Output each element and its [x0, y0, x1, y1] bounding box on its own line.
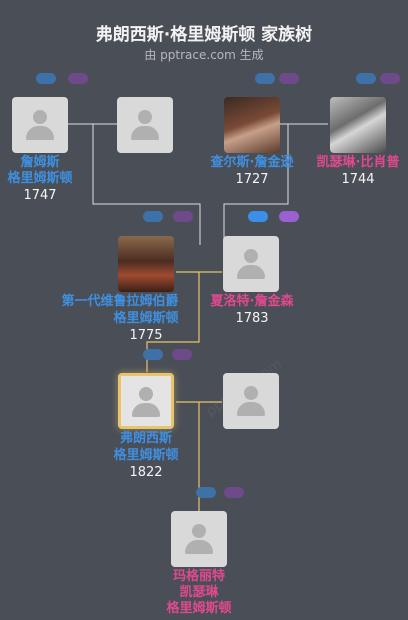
person-card-margaret[interactable]: [171, 511, 227, 567]
expand-ancestors-toggle[interactable]: [143, 211, 163, 222]
portrait-image: [330, 97, 386, 153]
portrait-image: [224, 97, 280, 153]
expand-ancestors-toggle[interactable]: [356, 73, 376, 84]
person-card-charles-jenkinson[interactable]: [224, 97, 280, 153]
person-name[interactable]: 凯瑟琳·比肖普: [316, 155, 400, 170]
person-name[interactable]: 查尔斯·詹金逊: [210, 155, 294, 170]
person-card-francis-focused[interactable]: [118, 373, 174, 429]
person-name[interactable]: 弗朗西斯: [119, 431, 172, 446]
person-birth-year: 1744: [341, 172, 375, 187]
person-card-spouse[interactable]: [223, 373, 279, 429]
person-birth-year: 1822: [129, 465, 163, 480]
expand-siblings-toggle[interactable]: [173, 211, 193, 222]
expand-ancestors-toggle[interactable]: [248, 211, 268, 222]
expand-ancestors-toggle[interactable]: [143, 349, 163, 360]
person-placeholder-icon: [139, 387, 153, 401]
person-card-james[interactable]: [12, 97, 68, 153]
person-placeholder-icon: [138, 110, 152, 124]
person-name[interactable]: 凯瑟琳: [179, 585, 219, 600]
expand-ancestors-toggle[interactable]: [255, 73, 275, 84]
person-name[interactable]: 格里姆斯顿: [113, 448, 179, 463]
person-birth-year: 1727: [235, 172, 269, 187]
person-placeholder-icon: [33, 110, 47, 124]
person-name[interactable]: 夏洛特·詹金森: [210, 294, 294, 309]
portrait-image: [118, 236, 174, 292]
expand-ancestors-toggle[interactable]: [196, 487, 216, 498]
person-birth-year: 1775: [129, 328, 163, 343]
person-placeholder-icon: [244, 249, 258, 263]
person-card-catherine-bishop[interactable]: [330, 97, 386, 153]
expand-siblings-toggle[interactable]: [172, 349, 192, 360]
page-title: 弗朗西斯·格里姆斯顿 家族树: [95, 25, 313, 45]
expand-siblings-toggle[interactable]: [68, 73, 88, 84]
expand-siblings-toggle[interactable]: [279, 211, 299, 222]
page-subtitle: 由 pptrace.com 生成: [144, 48, 264, 62]
person-placeholder-icon: [244, 386, 258, 400]
person-birth-year: 1747: [23, 188, 57, 203]
person-card-unknown[interactable]: [117, 97, 173, 153]
person-name[interactable]: 格里姆斯顿: [166, 601, 232, 616]
expand-siblings-toggle[interactable]: [380, 73, 400, 84]
person-name[interactable]: 格里姆斯顿: [113, 311, 179, 326]
person-birth-year: 1783: [235, 311, 269, 326]
expand-siblings-toggle[interactable]: [224, 487, 244, 498]
person-name[interactable]: 詹姆斯: [20, 155, 60, 170]
person-name[interactable]: 格里姆斯顿: [7, 171, 73, 186]
person-name[interactable]: 玛格丽特: [172, 569, 225, 584]
person-placeholder-icon: [192, 524, 206, 538]
person-name[interactable]: 第一代维鲁拉姆伯爵: [61, 294, 179, 309]
person-card-charlotte[interactable]: [223, 236, 279, 292]
expand-ancestors-toggle[interactable]: [36, 73, 56, 84]
person-card-viscount[interactable]: [118, 236, 174, 292]
expand-siblings-toggle[interactable]: [279, 73, 299, 84]
